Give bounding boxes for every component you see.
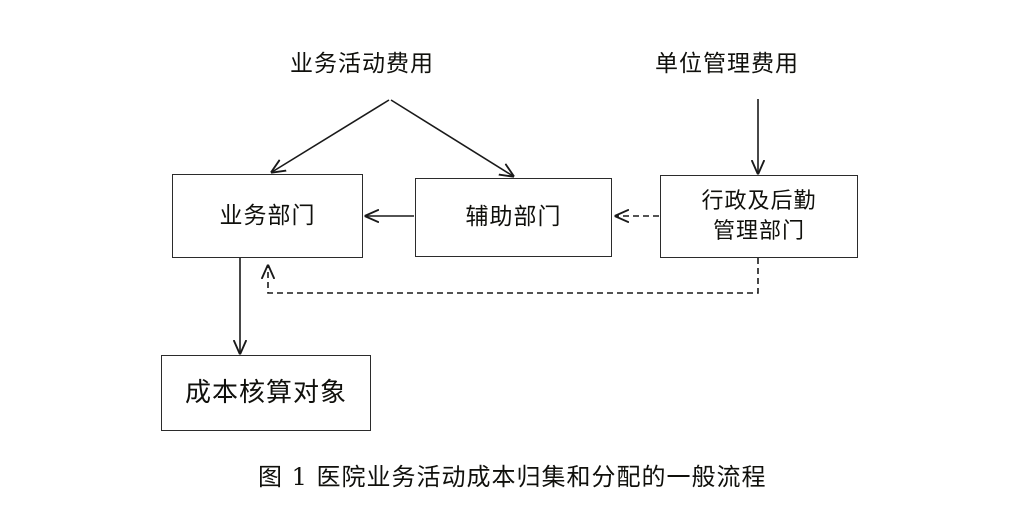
node-business-department[interactable]: 业务部门: [172, 174, 363, 258]
node-business-department-label: 业务部门: [219, 202, 316, 229]
node-support-department-label: 辅助部门: [465, 204, 562, 231]
node-cost-object-label: 成本核算对象: [184, 377, 347, 408]
label-unit-management-cost: 单位管理费用: [655, 51, 799, 77]
figure-caption: 图 1 医院业务活动成本归集和分配的一般流程: [258, 463, 767, 491]
edge-admin-to-business: [268, 258, 759, 294]
edge-activity-cost-to-support: [390, 99, 513, 176]
node-admin-logistics-department-label: 行政及后勤 管理部门: [701, 189, 817, 244]
node-support-department[interactable]: 辅助部门: [415, 178, 612, 257]
node-admin-logistics-department[interactable]: 行政及后勤 管理部门: [660, 175, 858, 258]
edge-activity-cost-to-business: [272, 99, 390, 172]
label-business-activity-cost: 业务活动费用: [290, 51, 434, 77]
node-cost-object[interactable]: 成本核算对象: [161, 355, 371, 431]
